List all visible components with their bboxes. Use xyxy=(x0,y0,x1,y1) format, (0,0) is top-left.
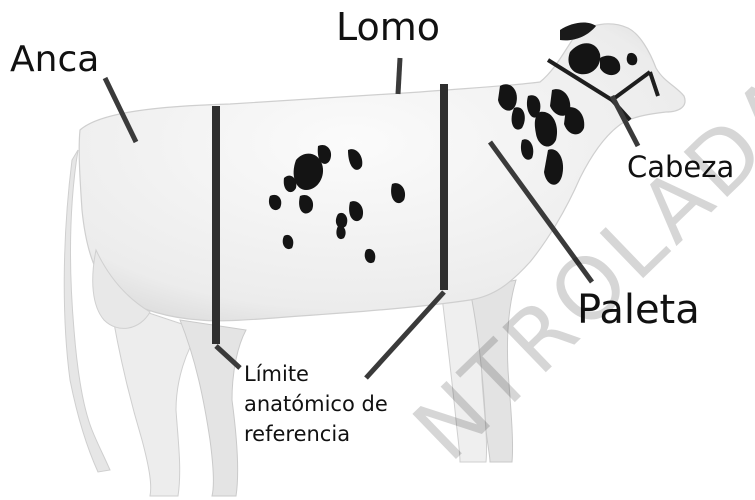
cow-hind-leg-2 xyxy=(180,320,246,496)
label-limite-line-3: referencia xyxy=(244,420,429,450)
label-anca: Anca xyxy=(10,42,99,78)
label-limite-line-1: Límite xyxy=(244,360,429,390)
leader-line-lomo xyxy=(398,58,400,94)
label-lomo: Lomo xyxy=(336,8,440,46)
